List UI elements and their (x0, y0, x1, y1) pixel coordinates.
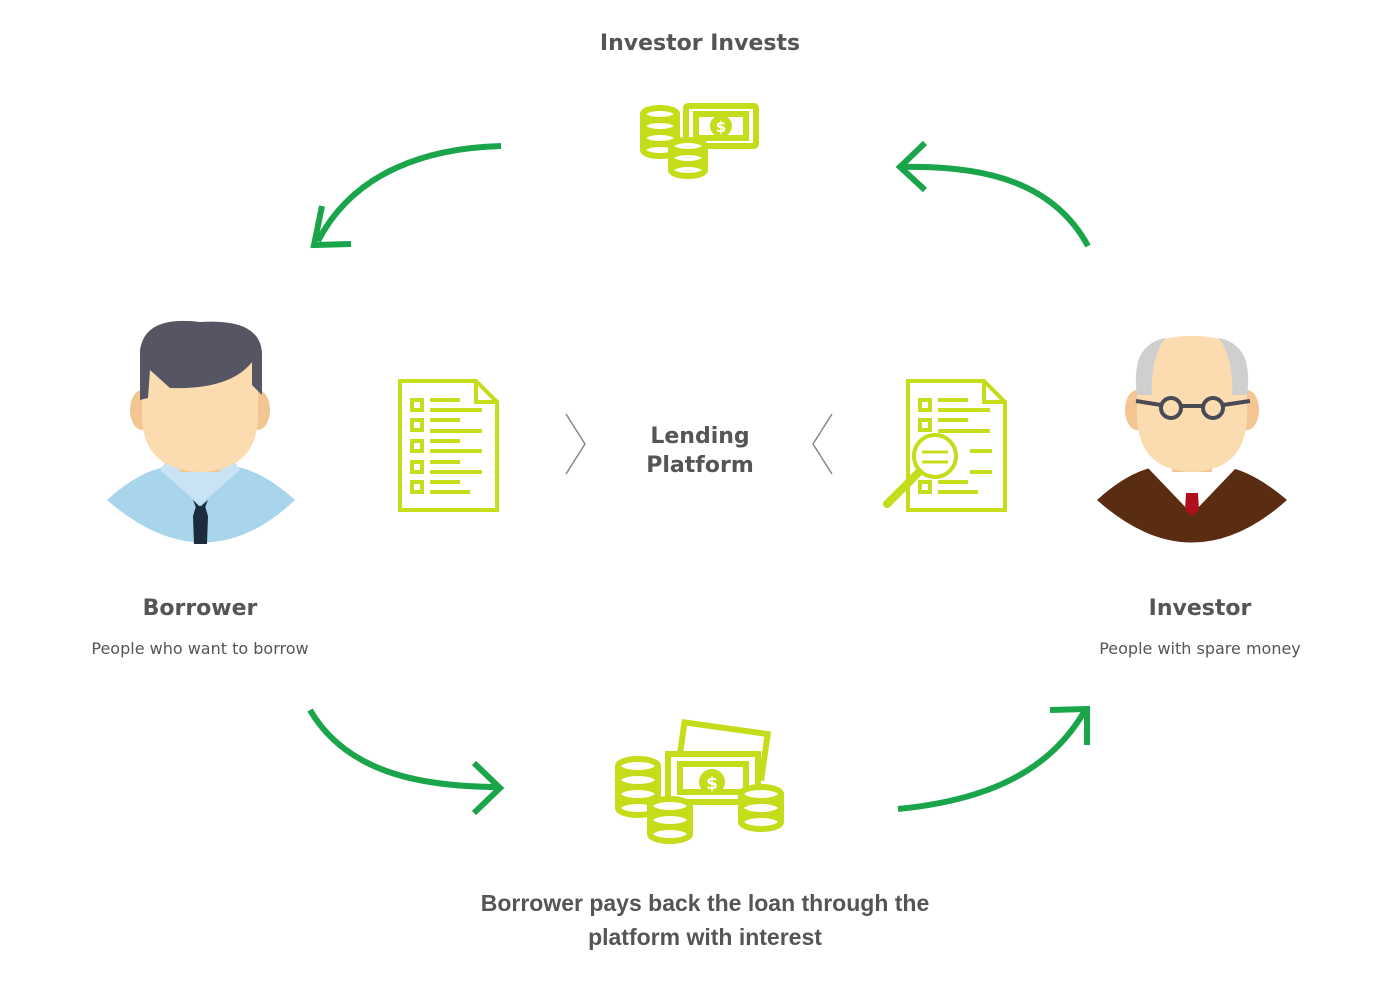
arrow-top-right (895, 140, 1091, 248)
lending-platform-line-1: Lending (650, 424, 750, 449)
lending-platform-label: Lending Platform (590, 422, 810, 480)
document-list-icon (398, 379, 499, 512)
money-icon: $ (640, 103, 759, 179)
svg-text:$: $ (716, 118, 726, 136)
investor-avatar-icon (1097, 336, 1287, 543)
borrower-title: Borrower (142, 596, 258, 621)
borrower-avatar-icon (107, 320, 295, 544)
investor-description: People with spare money (1099, 639, 1301, 658)
chevron-left-icon (812, 413, 833, 475)
repayment-label: Borrower pays back the loan through the … (420, 886, 990, 954)
document-search-icon (883, 379, 1007, 512)
chevron-right-icon (565, 413, 586, 475)
repayment-line-2: platform with interest (588, 924, 822, 950)
investor-title: Investor (1148, 596, 1252, 621)
arrow-bottom-left (307, 708, 505, 816)
repayment-line-1: Borrower pays back the loan through the (480, 890, 930, 916)
arrow-top-left (310, 143, 502, 249)
investor-invests-label: Investor Invests (599, 31, 801, 56)
lending-platform-line-2: Platform (646, 453, 754, 478)
borrower-description: People who want to borrow (91, 639, 309, 658)
money-stack-icon: $ (615, 718, 784, 844)
flow-arrows (307, 140, 1091, 816)
svg-text:$: $ (706, 774, 718, 794)
arrow-bottom-right (897, 705, 1090, 812)
